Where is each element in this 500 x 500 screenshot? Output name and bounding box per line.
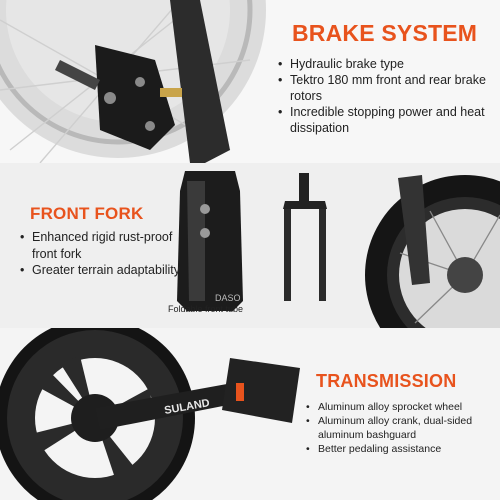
bullet-hydraulic: Hydraulic brake type (278, 56, 493, 72)
transmission-bullets: Aluminum alloy sprocket wheel Aluminum a… (306, 400, 496, 456)
brake-system-heading: BRAKE SYSTEM (292, 20, 478, 46)
foldable-tube-caption: Foldable front tube (168, 304, 244, 314)
svg-text:DASO: DASO (215, 293, 241, 303)
bullet-terrain: Greater terrain adaptability (20, 262, 180, 279)
transmission-heading: TRANSMISSION (316, 371, 457, 391)
front-fork-heading: FRONT FORK (30, 204, 144, 223)
bullet-pedaling: Better pedaling assistance (306, 442, 496, 456)
bullet-stopping-power: Incredible stopping power and heat dissi… (278, 104, 493, 136)
front-fork-bullets: Enhanced rigid rust-proof front fork Gre… (20, 229, 180, 279)
brake-system-section: BRAKE SYSTEM Hydraulic brake type Tektro… (0, 0, 500, 163)
fork-tube-illustration: DASO (177, 171, 243, 311)
transmission-section: SULAND TRANSMISSION Aluminum alloy sproc… (0, 328, 500, 500)
brake-system-bullets: Hydraulic brake type Tektro 180 mm front… (278, 56, 493, 136)
bullet-rotors: Tektro 180 mm front and rear brake rotor… (278, 72, 493, 104)
front-fork-section: DASO FRONT FORK Enhanced rigid rust-proo… (0, 163, 500, 328)
fat-tire-wheel-illustration (365, 175, 500, 328)
bullet-sprocket: Aluminum alloy sprocket wheel (306, 400, 496, 414)
brake-disc-illustration (0, 0, 266, 163)
front-fork-illustration (283, 173, 327, 301)
bullet-rigid-fork: Enhanced rigid rust-proof front fork (20, 229, 180, 262)
bullet-crank: Aluminum alloy crank, dual-sided aluminu… (306, 414, 496, 442)
crankset-illustration: SULAND (0, 328, 300, 500)
